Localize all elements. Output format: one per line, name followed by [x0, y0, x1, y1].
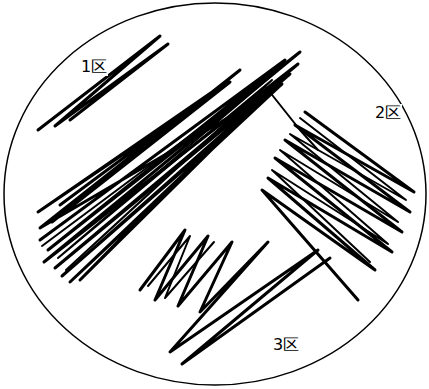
- streak-zone-2: [272, 118, 406, 262]
- streak-zone-1: [38, 36, 168, 130]
- zone-label: 2区: [374, 104, 402, 122]
- streak-zone-1: [42, 70, 278, 270]
- streak-link: [265, 86, 318, 150]
- zone-label: 1区: [80, 58, 108, 76]
- zone-label: 3区: [272, 336, 300, 354]
- streak-zone-3: [148, 236, 214, 298]
- petri-dish: [4, 3, 426, 385]
- streak-zone-3: [140, 230, 330, 364]
- streak-lines: [38, 36, 414, 364]
